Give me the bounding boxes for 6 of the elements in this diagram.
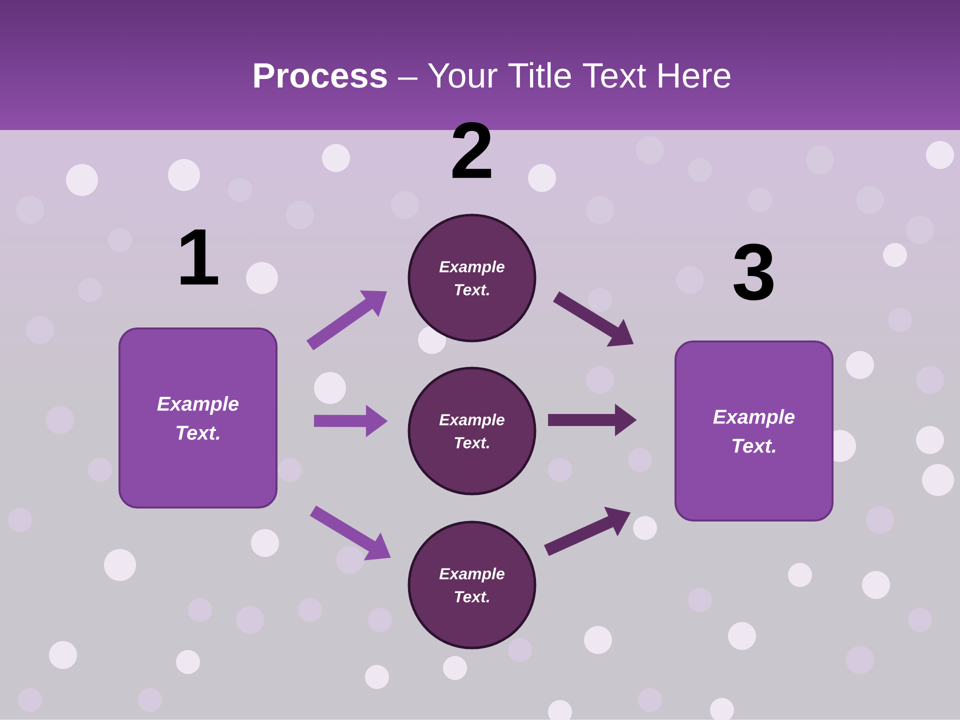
step-number: 1 bbox=[180, 230, 218, 285]
step-number: 2 bbox=[452, 122, 492, 178]
title: Process – Your Title Text Here bbox=[254, 62, 730, 88]
process-box: Example Text. bbox=[674, 340, 834, 522]
step-number: 3 bbox=[734, 244, 774, 300]
process-box: Example Text. bbox=[118, 328, 278, 508]
